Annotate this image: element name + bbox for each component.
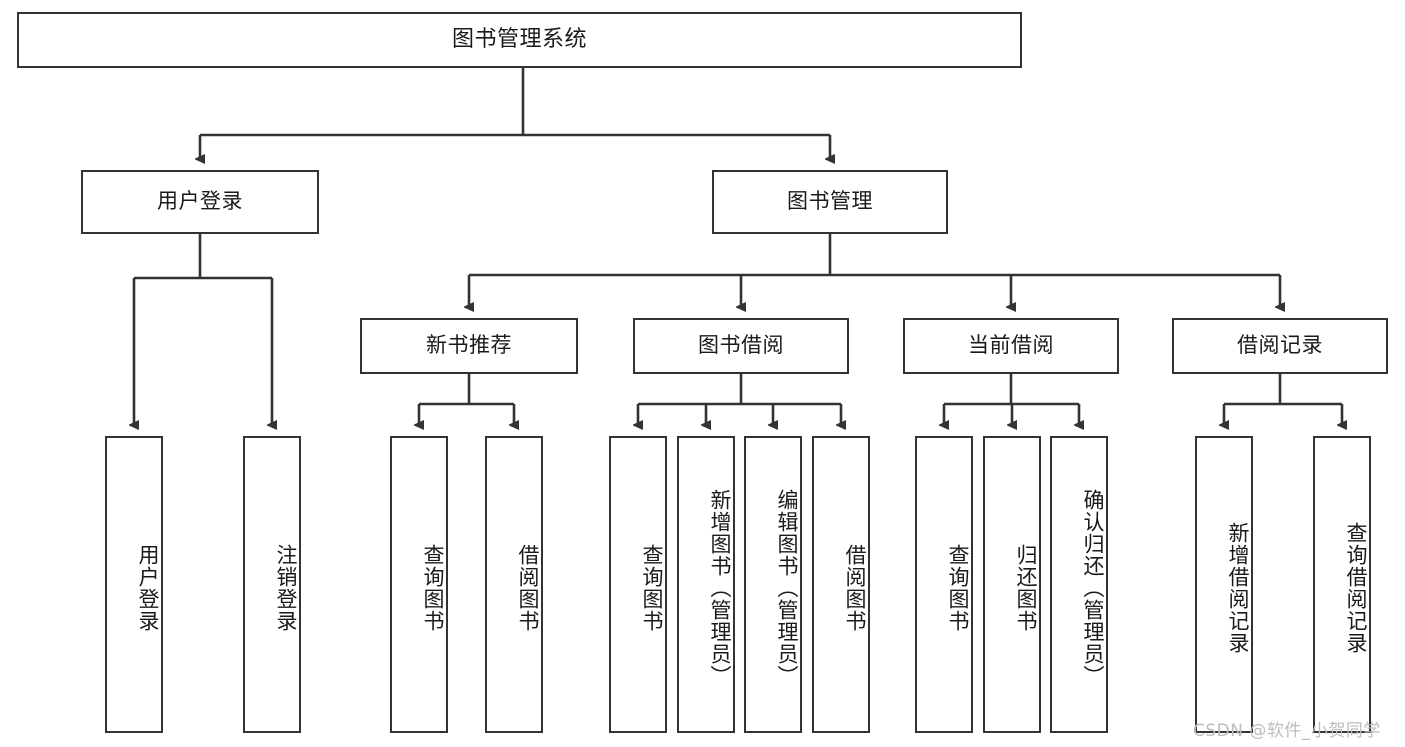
node-leaf-edit-book-label: 编辑图书（管理员） bbox=[775, 488, 799, 687]
node-leaf-query-book-3[interactable]: 查询图书 bbox=[915, 436, 973, 733]
node-leaf-borrow-book-1-label: 借阅图书 bbox=[516, 543, 540, 632]
node-leaf-return-book[interactable]: 归还图书 bbox=[983, 436, 1041, 733]
node-leaf-borrow-book-2[interactable]: 借阅图书 bbox=[812, 436, 870, 733]
node-user-login[interactable]: 用户登录 bbox=[81, 170, 319, 234]
node-borrow-record[interactable]: 借阅记录 bbox=[1172, 318, 1388, 374]
node-leaf-query-book-2-label: 查询图书 bbox=[640, 543, 664, 632]
node-leaf-confirm-return[interactable]: 确认归还（管理员） bbox=[1050, 436, 1108, 733]
node-leaf-borrow-book-1[interactable]: 借阅图书 bbox=[485, 436, 543, 733]
node-leaf-logout[interactable]: 注销登录 bbox=[243, 436, 301, 733]
node-leaf-logout-label: 注销登录 bbox=[274, 543, 298, 632]
node-borrow-record-label: 借阅记录 bbox=[1237, 333, 1323, 358]
node-leaf-edit-book[interactable]: 编辑图书（管理员） bbox=[744, 436, 802, 733]
node-root-label: 图书管理系统 bbox=[451, 26, 587, 52]
node-leaf-return-book-label: 归还图书 bbox=[1014, 543, 1038, 632]
node-book-borrow[interactable]: 图书借阅 bbox=[633, 318, 849, 374]
node-leaf-add-record-label: 新增借阅记录 bbox=[1226, 521, 1250, 654]
node-user-login-label: 用户登录 bbox=[157, 189, 243, 214]
node-leaf-borrow-book-2-label: 借阅图书 bbox=[843, 543, 867, 632]
node-leaf-query-record[interactable]: 查询借阅记录 bbox=[1313, 436, 1371, 733]
node-leaf-user-login[interactable]: 用户登录 bbox=[105, 436, 163, 733]
node-new-book-recommend-label: 新书推荐 bbox=[426, 333, 512, 358]
node-book-borrow-label: 图书借阅 bbox=[698, 333, 784, 358]
node-current-borrow[interactable]: 当前借阅 bbox=[903, 318, 1119, 374]
node-leaf-add-book-label: 新增图书（管理员） bbox=[708, 488, 732, 687]
node-new-book-recommend[interactable]: 新书推荐 bbox=[360, 318, 578, 374]
node-root[interactable]: 图书管理系统 bbox=[17, 12, 1022, 68]
node-leaf-query-book-3-label: 查询图书 bbox=[946, 543, 970, 632]
node-current-borrow-label: 当前借阅 bbox=[968, 333, 1054, 358]
node-leaf-query-book-2[interactable]: 查询图书 bbox=[609, 436, 667, 733]
node-leaf-query-book-1-label: 查询图书 bbox=[421, 543, 445, 632]
watermark: CSDN @软件_小贺同学 bbox=[1193, 721, 1381, 741]
node-leaf-confirm-return-label: 确认归还（管理员） bbox=[1081, 488, 1105, 687]
node-book-manage-label: 图书管理 bbox=[787, 189, 873, 214]
node-leaf-query-book-1[interactable]: 查询图书 bbox=[390, 436, 448, 733]
node-leaf-user-login-label: 用户登录 bbox=[136, 543, 160, 632]
node-leaf-add-book[interactable]: 新增图书（管理员） bbox=[677, 436, 735, 733]
node-book-manage[interactable]: 图书管理 bbox=[712, 170, 948, 234]
node-leaf-query-record-label: 查询借阅记录 bbox=[1344, 521, 1368, 654]
node-leaf-add-record[interactable]: 新增借阅记录 bbox=[1195, 436, 1253, 733]
